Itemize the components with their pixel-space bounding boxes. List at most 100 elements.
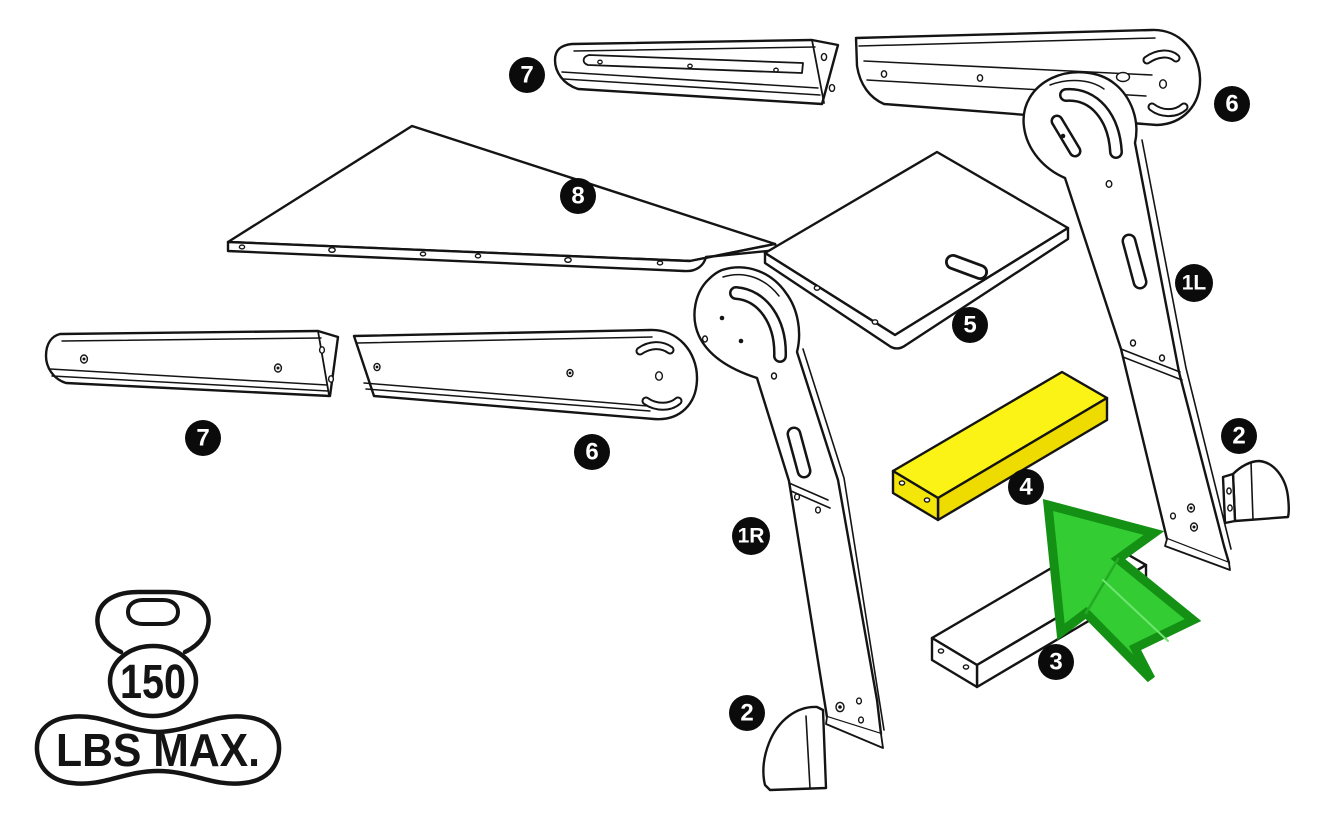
rail-7-side-groove-2 xyxy=(51,375,329,392)
part-7-side-rail xyxy=(44,329,340,398)
foot-cap-right-holes xyxy=(1226,487,1233,512)
leg-1L-mid-pill-slot-inner xyxy=(1124,236,1145,287)
panel-5-edge-band xyxy=(763,226,1070,350)
rail-6-side-sliver xyxy=(356,336,653,344)
callout-7-top-label: 7 xyxy=(520,62,533,89)
callout-1R-label: 1R xyxy=(738,525,765,548)
part-2-foot-cap-right xyxy=(1221,459,1290,525)
callout-1R: 1R xyxy=(732,517,770,555)
rail-6-top-crescent-lower-inner xyxy=(1149,104,1187,116)
foot-cap-left-outline xyxy=(762,705,828,792)
rail-6-top-crescent-upper-inner xyxy=(1144,51,1179,63)
rail-7-top-sliver xyxy=(573,46,816,52)
rail-7-top-groove-2 xyxy=(563,78,821,96)
callout-2-bottom: 2 xyxy=(729,695,765,731)
leg-1R-seam-1 xyxy=(788,482,829,501)
leg-1R-holes xyxy=(701,315,865,724)
plank-4-holes xyxy=(898,480,931,503)
leg-1L-head-pill-slot-inner xyxy=(1053,117,1079,155)
rail-6-side-groove-1 xyxy=(363,382,649,407)
foot-cap-right-seam xyxy=(1250,461,1254,521)
rail-7-top-groove-1 xyxy=(561,71,819,89)
rail-7-top-plate-holes xyxy=(820,52,836,93)
callout-6-top: 6 xyxy=(1214,86,1250,122)
arrow-head-fold-line xyxy=(1084,557,1120,615)
weight-banner xyxy=(34,714,282,786)
part-5-seat-panel xyxy=(763,150,1070,350)
leg-1R-foot-thickness xyxy=(825,716,884,749)
rail-6-side-groove-2 xyxy=(365,388,651,412)
leg-1L-outline xyxy=(1022,70,1231,565)
leg-1L-seam-1 xyxy=(1120,348,1181,373)
callout-6-middle-label: 6 xyxy=(585,439,598,466)
panel-8-top-face xyxy=(226,124,777,263)
leg-1R-outline xyxy=(693,266,883,736)
callout-1L-label: 1L xyxy=(1182,272,1207,295)
foot-cap-right-outline xyxy=(1231,459,1290,523)
leg-1R-c-slot-inner xyxy=(731,288,785,361)
leg-1L-seam-2 xyxy=(1122,356,1183,381)
callout-7-left: 7 xyxy=(185,420,221,456)
panel-8-screw-holes xyxy=(238,244,664,266)
part-4-shelf-plank-highlighted xyxy=(891,370,1109,522)
rail-6-top-sliver xyxy=(858,37,1156,47)
callout-7-left-label: 7 xyxy=(196,425,209,452)
rail-7-top-slot-holes xyxy=(597,59,779,73)
part-1R-leg xyxy=(693,266,885,749)
rail-7-side-sliver xyxy=(61,337,322,342)
weight-unit: LBS MAX. xyxy=(56,724,260,776)
rail-6-top-holes xyxy=(880,70,1168,89)
leg-1L-foot-thickness xyxy=(1164,538,1231,571)
rail-6-side-crescent-upper-inner xyxy=(637,343,673,354)
kettlebell-icon xyxy=(95,589,211,719)
leg-1L-head-dot xyxy=(1060,133,1066,139)
panel-5-holes xyxy=(813,285,879,325)
panel-5-handle-slot-inner xyxy=(947,256,986,278)
part-6-side-rail xyxy=(352,328,699,421)
part-2-foot-cap-left xyxy=(762,705,828,792)
callout-1L: 1L xyxy=(1175,264,1213,302)
part-7-top-rail xyxy=(553,38,840,106)
arrow-shaft-sheen-line xyxy=(1102,579,1169,642)
rail-6-side-holes xyxy=(373,362,664,381)
callout-2-right: 2 xyxy=(1221,418,1257,454)
callouts: 7 6 8 5 1L 2 7 xyxy=(185,57,1257,731)
callout-5: 5 xyxy=(952,307,988,343)
leg-1L-head-inner-arc xyxy=(1049,79,1105,90)
rail-6-top-groove-1 xyxy=(863,60,1153,76)
callout-4: 4 xyxy=(1008,469,1044,505)
foot-cap-right-face xyxy=(1221,472,1237,525)
leg-1L-c-slot-inner xyxy=(1061,90,1121,157)
callout-6-top-label: 6 xyxy=(1225,91,1238,118)
weight-limit-badge: 150 LBS MAX. xyxy=(34,589,282,786)
part-1L-leg xyxy=(1022,70,1232,571)
rail-6-side-outline xyxy=(352,328,699,421)
arrow-body xyxy=(1042,498,1202,683)
callout-5-label: 5 xyxy=(963,312,976,339)
callout-3-label: 3 xyxy=(1049,649,1062,676)
leg-1R-mid-pill-slot-inner xyxy=(789,429,809,476)
callout-6-middle: 6 xyxy=(574,434,610,470)
callout-7-top: 7 xyxy=(509,57,545,93)
foot-cap-left-seam xyxy=(805,715,811,789)
kettlebell-body xyxy=(107,643,199,719)
highlight-arrow-icon xyxy=(1042,498,1202,683)
rail-7-top-slot xyxy=(582,54,804,74)
rail-7-top-plate-divider xyxy=(811,39,825,104)
callout-2-bottom-label: 2 xyxy=(740,700,753,727)
rail-6-side-crescent-lower-inner xyxy=(643,398,681,409)
plank-3-holes xyxy=(937,648,970,670)
rail-7-side-groove-1 xyxy=(49,368,328,386)
leg-1L-holes xyxy=(1105,179,1199,532)
leg-1L-edge-sliver xyxy=(1141,139,1232,550)
callout-8: 8 xyxy=(560,178,596,214)
weight-value: 150 xyxy=(120,656,186,709)
panel-5-top-face xyxy=(763,150,1070,337)
leg-1R-edge-sliver xyxy=(802,348,885,731)
rail-7-side-holes xyxy=(79,346,335,383)
part-8-desktop-panel xyxy=(226,124,780,273)
kettlebell-handle-hole xyxy=(126,598,180,626)
callout-2-right-label: 2 xyxy=(1232,423,1245,450)
